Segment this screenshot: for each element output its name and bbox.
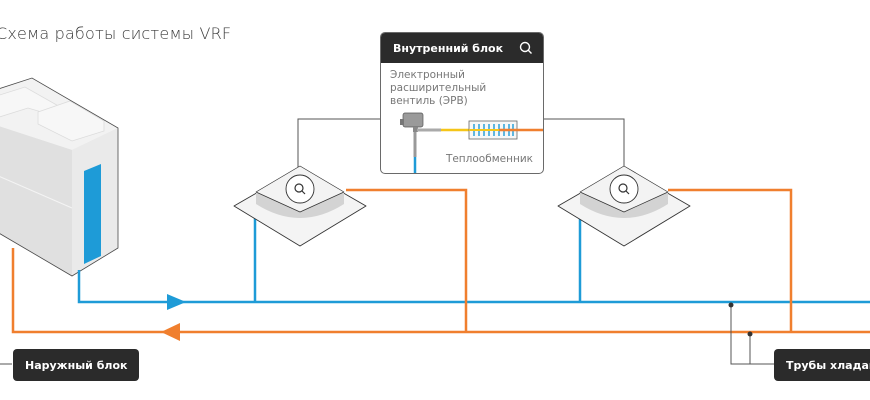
gas-flow-arrow-icon (161, 323, 180, 341)
search-icon (294, 183, 304, 193)
liquid-pipe-marker (728, 302, 734, 308)
outdoor-unit-left (0, 126, 72, 276)
outdoor-unit-fan-2 (37, 100, 105, 142)
liquid-line (77, 214, 870, 304)
heat-exchanger-label: Теплообменник (445, 153, 533, 165)
indoor-unit-1[interactable] (233, 165, 367, 247)
popup-illustration (400, 112, 543, 173)
outdoor-unit-outline (0, 77, 119, 277)
outdoor-unit-label-text: Наружный блок (25, 358, 128, 372)
search-icon-handle (625, 190, 630, 195)
indoor-unit-2[interactable] (557, 165, 691, 247)
outdoor-unit-seam (0, 176, 73, 209)
popup-connectors (297, 118, 625, 180)
outdoor-unit[interactable] (0, 77, 119, 277)
refrigerant-pipes-label[interactable]: Трубы хладагента (774, 349, 870, 381)
outdoor-unit-label[interactable]: Наружный блок (13, 349, 140, 381)
pipes-leader-liquid (730, 305, 775, 365)
pipes-label-leader (730, 305, 775, 365)
indoor-unit-2-zoom-button[interactable] (609, 174, 639, 204)
search-icon (618, 183, 628, 193)
popup-connector-1 (297, 118, 380, 180)
liquid-flow-arrow-icon (167, 294, 186, 310)
search-icon[interactable] (519, 41, 533, 55)
popup-connector-2 (542, 118, 625, 180)
search-icon-handle (301, 190, 306, 195)
popup-header[interactable]: Внутренний блок (381, 33, 543, 63)
valve-label: Электронный расширительный вентиль (ЭРВ) (390, 69, 487, 107)
indoor-unit-1-zoom-button[interactable] (285, 174, 315, 204)
refrigerant-pipes-label-text: Трубы хладагента (786, 358, 870, 372)
liquid-main-pipe (77, 270, 870, 304)
gas-branch-1 (346, 188, 468, 332)
popup-title: Внутренний блок (393, 41, 504, 55)
gas-main-pipe (11, 248, 870, 334)
valve-joint (413, 127, 418, 132)
outdoor-unit-panel (84, 164, 101, 264)
gas-pipe-marker (747, 331, 753, 337)
diagram-title: Схема работы системы VRF (0, 24, 232, 43)
valve-body (402, 112, 424, 128)
valve-connector (400, 119, 404, 125)
gas-line (11, 188, 870, 334)
indoor-unit-popup: Внутренний блок Электронный расширительн… (380, 32, 544, 174)
gas-branch-2 (668, 188, 793, 332)
